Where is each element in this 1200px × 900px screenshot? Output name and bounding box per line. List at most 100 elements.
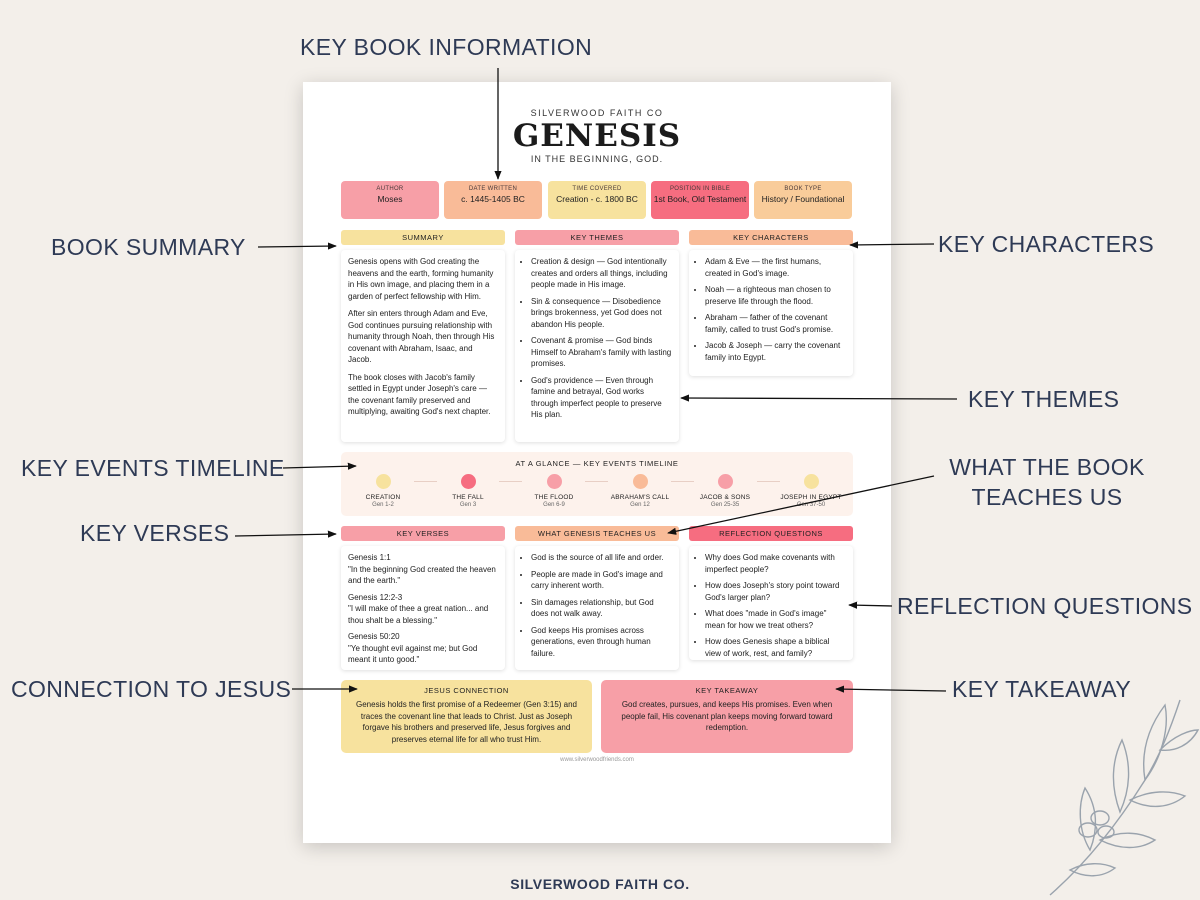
info-label: TIME COVERED (572, 186, 622, 192)
themes-header: KEY THEMES (515, 230, 679, 245)
teaches-item: People are made in God's image and carry… (531, 569, 672, 592)
info-value: History / Foundational (761, 194, 845, 204)
teaches-item: God keeps His promises across generation… (531, 625, 672, 660)
verse-text: "Ye thought evil against me; but God mea… (348, 643, 478, 665)
timeline-event-ref: Gen 12 (630, 502, 650, 508)
theme-item: God's providence — Even through famine a… (531, 375, 672, 421)
teaches-card: God is the source of all life and order.… (515, 546, 679, 670)
character-item: Abraham — father of the covenant family,… (705, 312, 846, 335)
genesis-worksheet: SILVERWOOD FAITH CO GENESIS IN THE BEGIN… (303, 82, 891, 843)
timeline-event: JOSEPH IN EGYPT Gen 37-50 (771, 474, 851, 508)
timeline-event: THE FALL Gen 3 (428, 474, 508, 508)
timeline-event-ref: Gen 37-50 (796, 502, 826, 508)
timeline-event-name: ABRAHAM'S CALL (610, 494, 670, 501)
key-takeaway-text: God creates, pursues, and keeps His prom… (621, 700, 833, 732)
timeline-event-name: THE FLOOD (534, 494, 574, 501)
summary-paragraph: Genesis opens with God creating the heav… (348, 257, 494, 301)
verse-text: "In the beginning God created the heaven… (348, 564, 496, 586)
callout-key-themes: KEY THEMES (968, 386, 1120, 412)
verses-card: Genesis 1:1 "In the beginning God create… (341, 546, 505, 670)
character-item: Jacob & Joseph — carry the covenant fami… (705, 340, 846, 363)
footer-brand: SILVERWOOD FAITH CO. (510, 876, 690, 892)
timeline-event-name: CREATION (365, 494, 401, 501)
timeline-event: CREATION Gen 1-2 (343, 474, 423, 508)
timeline-event-ref: Gen 25-35 (710, 502, 740, 508)
timeline-event-name: JACOB & SONS (699, 494, 751, 501)
info-label: AUTHOR (376, 186, 404, 192)
callout-book-summary: BOOK SUMMARY (51, 234, 246, 260)
jesus-connection-box: JESUS CONNECTION Genesis holds the first… (341, 680, 592, 753)
callout-key-verses: KEY VERSES (80, 520, 230, 546)
events-timeline: AT A GLANCE — KEY EVENTS TIMELINE CREATI… (341, 452, 853, 516)
callout-what-the-book-teaches-us: WHAT THE BOOK TEACHES US (949, 454, 1145, 510)
timeline-event: ABRAHAM'S CALL Gen 12 (600, 474, 680, 508)
info-book-type: BOOK TYPE History / Foundational (754, 181, 852, 219)
jesus-connection-text: Genesis holds the first promise of a Red… (356, 700, 577, 744)
callout-key-takeaway: KEY TAKEAWAY (952, 676, 1132, 702)
info-position-in-bible: POSITION IN BIBLE 1st Book, Old Testamen… (651, 181, 749, 219)
timeline-connector (414, 481, 437, 482)
key-takeaway-box: KEY TAKEAWAY God creates, pursues, and k… (601, 680, 853, 753)
timeline-dot (717, 474, 733, 489)
website-url: www.silverwoodfriends.com (560, 757, 634, 763)
info-time-covered: TIME COVERED Creation - c. 1800 BC (548, 181, 646, 219)
timeline-dot (803, 474, 819, 489)
timeline-dot (460, 474, 476, 489)
reflection-item: How does Joseph's story point toward God… (705, 580, 846, 603)
character-item: Adam & Eve — the first humans, created i… (705, 256, 846, 279)
info-value: Moses (377, 194, 403, 204)
characters-card: Adam & Eve — the first humans, created i… (689, 250, 853, 376)
jesus-connection-header: JESUS CONNECTION (424, 686, 509, 695)
timeline-event: JACOB & SONS Gen 25-35 (685, 474, 765, 508)
info-value: Creation - c. 1800 BC (556, 194, 638, 204)
callout-reflection-questions: REFLECTION QUESTIONS (897, 593, 1193, 619)
timeline-title: AT A GLANCE — KEY EVENTS TIMELINE (515, 459, 679, 468)
summary-header: SUMMARY (341, 230, 505, 245)
info-value: 1st Book, Old Testament (653, 194, 747, 204)
reflection-item: What does "made in God's image" mean for… (705, 608, 846, 631)
key-takeaway-header: KEY TAKEAWAY (695, 686, 759, 695)
reflection-item: Why does God make covenants with imperfe… (705, 552, 846, 575)
callout-key-events-timeline: KEY EVENTS TIMELINE (21, 455, 285, 481)
reflection-card: Why does God make covenants with imperfe… (689, 546, 853, 660)
teaches-header: WHAT GENESIS TEACHES US (515, 526, 679, 541)
theme-item: Covenant & promise — God binds Himself t… (531, 335, 672, 370)
characters-header: KEY CHARACTERS (689, 230, 853, 245)
sheet-brand: SILVERWOOD FAITH CO (530, 108, 664, 118)
character-item: Noah — a righteous man chosen to preserv… (705, 284, 846, 307)
teaches-item: God is the source of all life and order. (531, 552, 672, 564)
timeline-event-name: THE FALL (452, 494, 484, 501)
theme-item: Sin & consequence — Disobedience brings … (531, 296, 672, 331)
info-label: DATE WRITTEN (468, 186, 518, 192)
callout-connection-to-jesus: CONNECTION TO JESUS (11, 676, 292, 702)
info-value: c. 1445-1405 BC (461, 194, 525, 204)
info-author: AUTHOR Moses (341, 181, 439, 219)
timeline-event-ref: Gen 3 (459, 502, 477, 508)
reflection-header: REFLECTION QUESTIONS (689, 526, 853, 541)
callout-key-characters: KEY CHARACTERS (938, 231, 1155, 257)
verse-reference: Genesis 1:1 (348, 553, 391, 562)
verse-reference: Genesis 50:20 (348, 632, 400, 641)
book-subtitle: IN THE BEGINNING, GOD. (530, 154, 664, 164)
timeline-event-ref: Gen 1-2 (372, 502, 394, 508)
teaches-item: Sin damages relationship, but God does n… (531, 597, 672, 620)
verse-reference: Genesis 12:2-3 (348, 592, 403, 602)
timeline-event-ref: Gen 6-9 (543, 502, 565, 508)
timeline-event-name: JOSEPH IN EGYPT (780, 494, 842, 501)
summary-paragraph: After sin enters through Adam and Eve, G… (348, 309, 495, 364)
timeline-dot (632, 474, 648, 489)
book-title: GENESIS (512, 118, 682, 154)
info-label: POSITION IN BIBLE (669, 186, 731, 192)
verse-text: "I will make of thee a great nation... a… (348, 604, 489, 625)
timeline-dot (375, 474, 391, 489)
timeline-connector (499, 481, 522, 482)
themes-card: Creation & design — God intentionally cr… (515, 250, 679, 442)
timeline-connector (585, 481, 608, 482)
summary-card: Genesis opens with God creating the heav… (341, 250, 505, 442)
olive-branch-icon (1049, 699, 1200, 896)
info-date-written: DATE WRITTEN c. 1445-1405 BC (444, 181, 542, 219)
timeline-dot (546, 474, 562, 489)
theme-item: Creation & design — God intentionally cr… (531, 256, 672, 291)
verses-header: KEY VERSES (341, 526, 505, 541)
info-label: BOOK TYPE (784, 186, 822, 192)
